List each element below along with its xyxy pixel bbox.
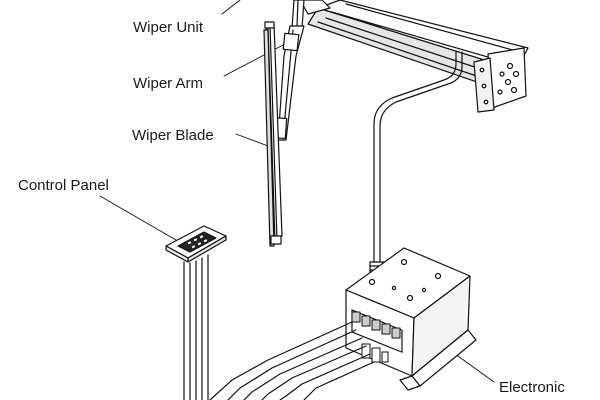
control-panel: [165, 225, 227, 400]
control-panel-label: Control Panel: [18, 177, 109, 194]
wiper-blade-label: Wiper Blade: [132, 127, 214, 144]
control-panel-leader: [99, 195, 177, 241]
wiper-unit-label: Wiper Unit: [133, 19, 204, 36]
wiper-motor-rail: [299, 0, 529, 113]
box-cables: [209, 321, 375, 400]
electronic-box: [345, 247, 477, 391]
wiper-unit-leader: [221, 0, 241, 15]
wiper-blade-leader: [235, 133, 269, 147]
electronic-label: Electronic: [499, 379, 565, 396]
wiper-arm-label: Wiper Arm: [133, 75, 204, 92]
wiper-blade: [263, 21, 283, 247]
terminals: [351, 311, 401, 363]
motor-cable: [369, 51, 463, 281]
